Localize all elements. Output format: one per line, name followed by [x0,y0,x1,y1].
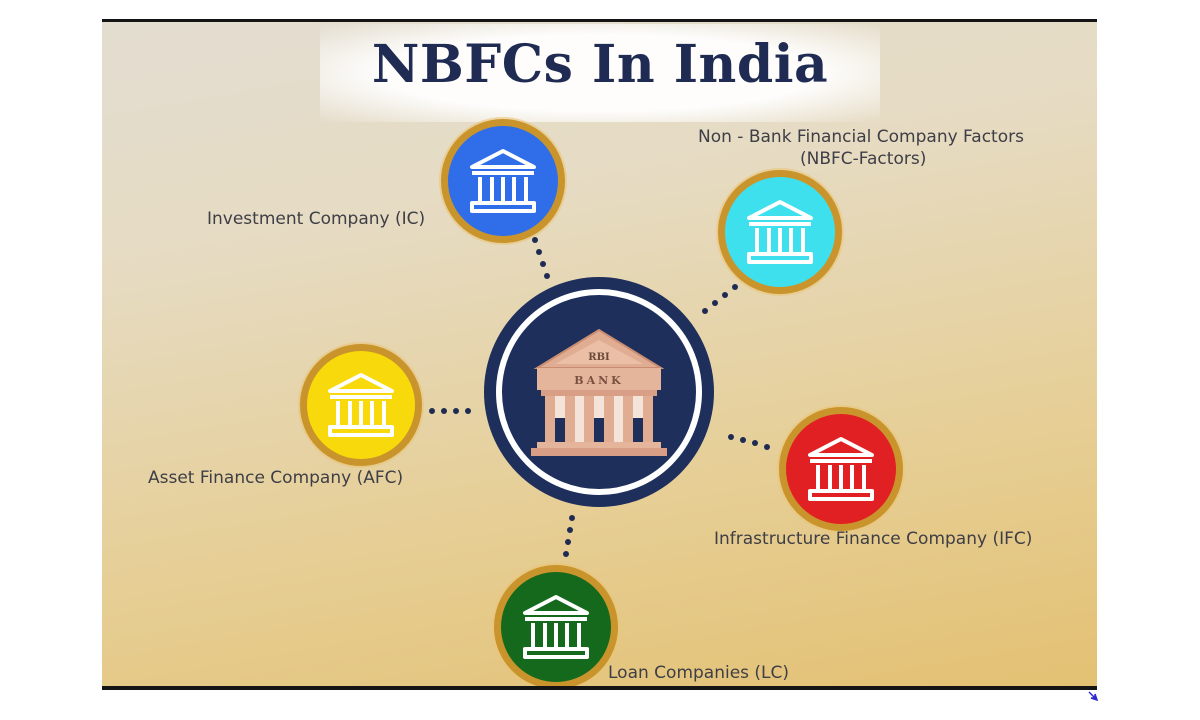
cursor-arrow-icon [1088,691,1099,702]
label-nbfc-factors-line1: Non - Bank Financial Company Factors [698,127,1024,147]
label-infrastructure-finance-company: Infrastructure Finance Company (IFC) [714,529,1033,549]
page-title: NBFCs In India [371,34,829,95]
bank-icon [523,595,589,659]
pediment-text: RBI [588,352,610,363]
label-asset-finance-company: Asset Finance Company (AFC) [148,468,404,488]
bank-icon [470,149,536,213]
node-asset-finance-company [300,344,422,466]
bank-icon [328,373,394,437]
bank-building-icon: RBI BANK [531,328,667,456]
bank-icon [747,200,813,264]
node-infrastructure-finance-company [779,407,903,531]
label-nbfc-factors-line2: (NBFC-Factors) [800,149,927,169]
node-nbfc-factors [718,170,842,294]
node-investment-company [441,119,565,243]
bank-icon [808,437,874,501]
node-loan-companies [494,565,618,686]
label-loan-companies: Loan Companies (LC) [608,663,790,683]
title-banner: NBFCs In India [320,24,880,122]
nbfc-infographic: NBFCs In India RBI BANK [102,19,1097,690]
frieze-text: BANK [574,374,623,387]
center-rbi-node: RBI BANK [484,277,714,507]
label-investment-company: Investment Company (IC) [207,209,426,229]
